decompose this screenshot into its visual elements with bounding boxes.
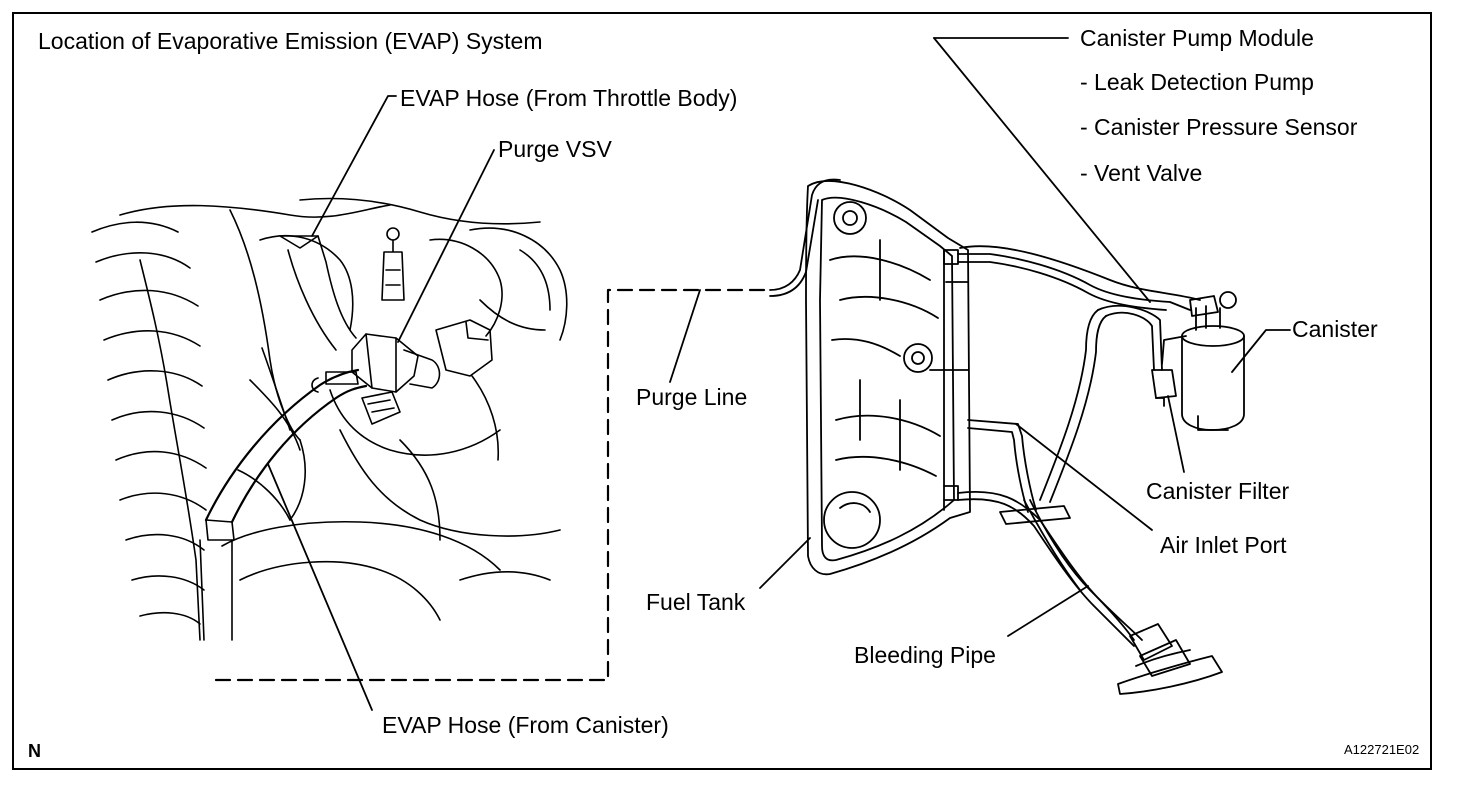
label-purge-line: Purge Line [636,384,748,410]
label-evap-hose-throttle: EVAP Hose (From Throttle Body) [400,85,738,111]
diagram-title: Location of Evaporative Emission (EVAP) … [38,28,543,54]
label-bleeding-pipe: Bleeding Pipe [854,642,996,668]
label-canister: Canister [1292,316,1378,342]
canister-drawing [1151,291,1245,431]
label-purge-vsv: Purge VSV [498,136,612,162]
label-canister-pump-module: Canister Pump Module [1080,25,1314,51]
engine-bay-drawing [91,197,568,641]
fuel-tank-drawing [805,180,971,576]
label-fuel-tank: Fuel Tank [646,589,746,615]
label-evap-hose-canister: EVAP Hose (From Canister) [382,712,669,738]
pump-module-item-1: - Leak Detection Pump [1080,69,1314,95]
purge-line-dashed [214,288,772,682]
label-air-inlet-port: Air Inlet Port [1160,532,1287,558]
diagram-frame [12,12,1432,770]
pipes-drawing [957,245,1223,695]
pump-module-item-2: - Canister Pressure Sensor [1080,114,1358,140]
pump-module-item-3: - Vent Valve [1080,160,1203,186]
figure-code: A122721E02 [1344,742,1420,757]
leader-lines [267,37,1291,711]
label-canister-filter: Canister Filter [1146,478,1290,504]
corner-mark: N [28,741,41,761]
